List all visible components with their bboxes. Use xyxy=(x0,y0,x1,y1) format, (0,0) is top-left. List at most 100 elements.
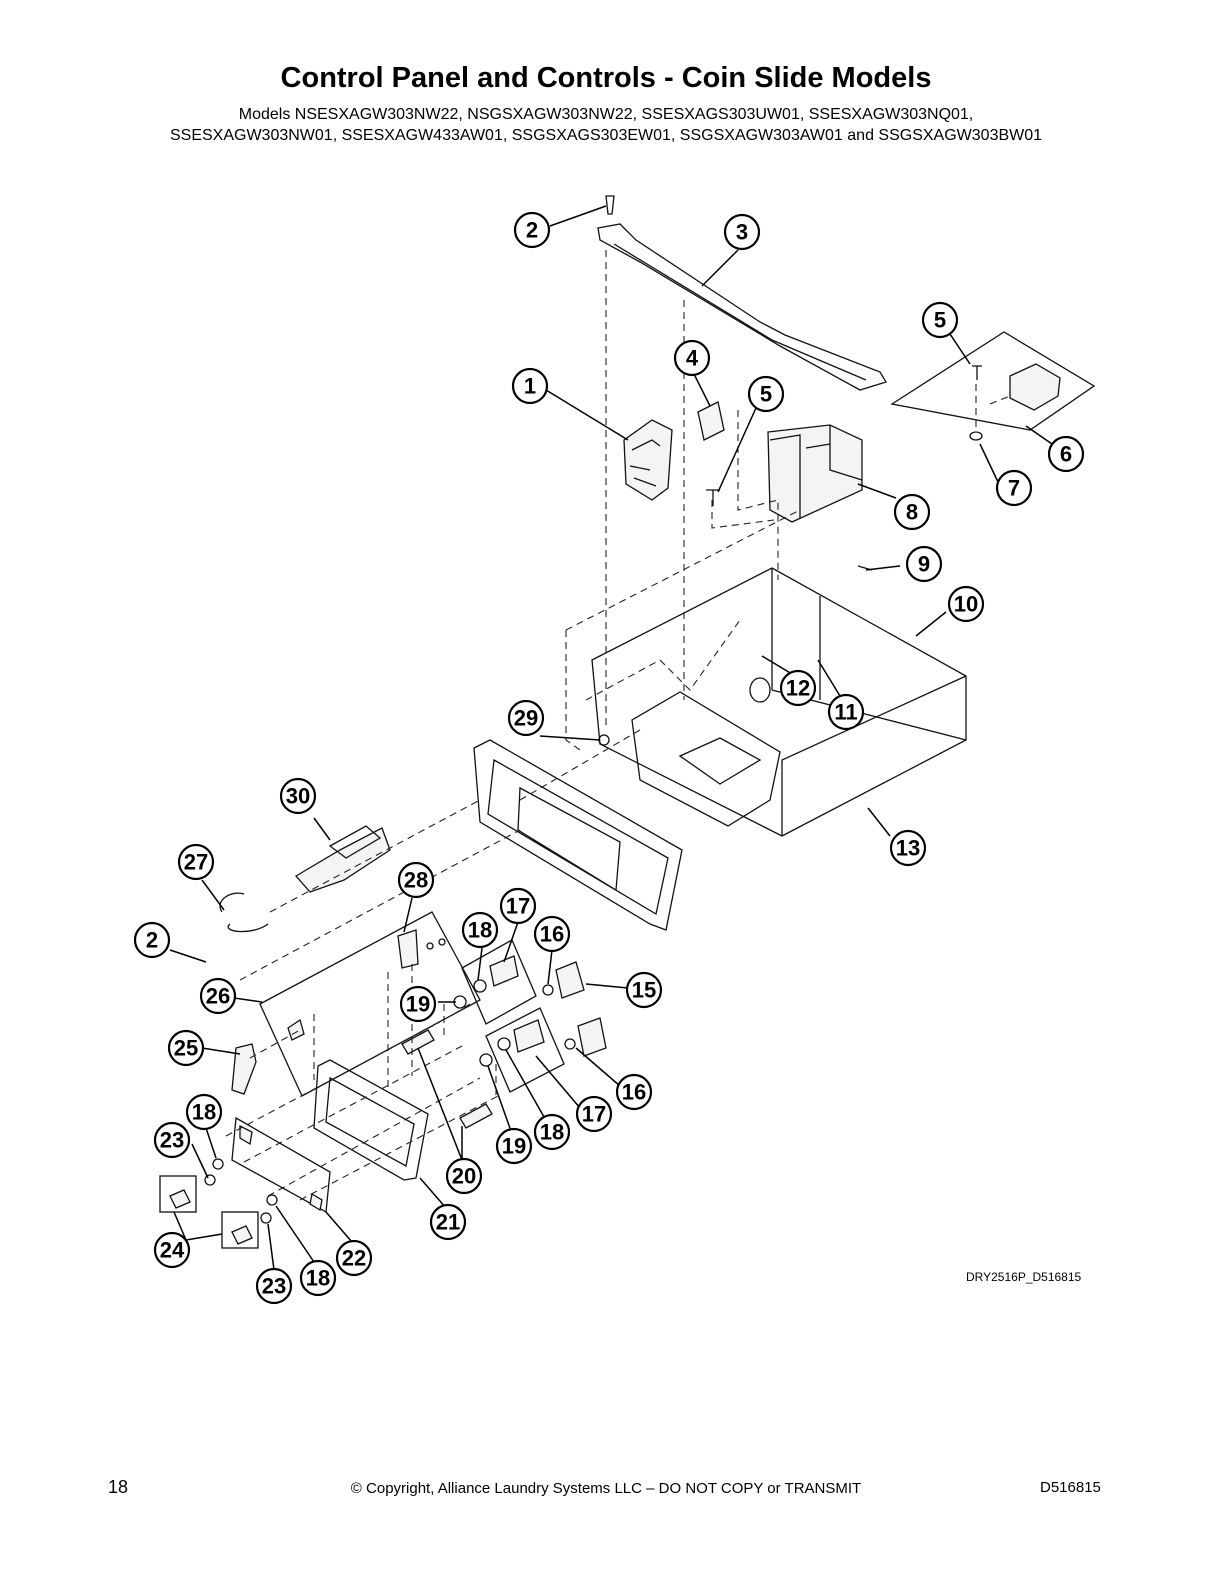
model-list: Models NSESXAGW303NW22, NSGSXAGW303NW22,… xyxy=(0,104,1212,146)
callout-18-lower: 18 xyxy=(533,1113,571,1151)
callout-23-bottom: 23 xyxy=(255,1267,293,1305)
svg-text:11: 11 xyxy=(834,700,857,725)
svg-text:29: 29 xyxy=(514,706,538,731)
callout-26: 26 xyxy=(199,977,237,1015)
svg-text:19: 19 xyxy=(502,1134,526,1159)
part-17-switch-upper xyxy=(489,955,519,987)
part-1-module xyxy=(623,419,673,501)
part-5-screw xyxy=(706,489,720,506)
callout-9: 9 xyxy=(905,545,943,583)
callout-21: 21 xyxy=(429,1203,467,1241)
part-30-coin-slide xyxy=(294,827,391,893)
svg-text:18: 18 xyxy=(468,918,492,943)
svg-text:9: 9 xyxy=(918,552,930,577)
callout-17-upper: 17 xyxy=(499,887,537,925)
callout-17-lower: 17 xyxy=(575,1095,613,1133)
part-4-switch xyxy=(697,401,725,441)
callout-18-bottom: 18 xyxy=(299,1259,337,1297)
part-17-switch-lower xyxy=(513,1019,545,1053)
svg-text:16: 16 xyxy=(540,922,564,947)
part-25-key xyxy=(231,1043,257,1095)
svg-text:18: 18 xyxy=(192,1100,216,1125)
part-6-detail-frame xyxy=(890,331,1096,431)
part-3-bracket xyxy=(597,223,887,391)
svg-text:17: 17 xyxy=(582,1102,606,1127)
callout-13: 13 xyxy=(889,829,927,867)
part-24-knob-box-2 xyxy=(221,1211,259,1249)
callout-19-upper: 19 xyxy=(399,985,437,1023)
part-23-nut-left xyxy=(204,1174,216,1186)
svg-text:12: 12 xyxy=(786,676,810,701)
svg-text:23: 23 xyxy=(262,1274,286,1299)
svg-text:25: 25 xyxy=(174,1036,198,1061)
callout-30: 30 xyxy=(279,777,317,815)
callout-23-left: 23 xyxy=(153,1121,191,1159)
page-title: Control Panel and Controls - Coin Slide … xyxy=(280,62,932,94)
callout-8: 8 xyxy=(893,493,931,531)
callout-10: 10 xyxy=(947,585,985,623)
svg-text:28: 28 xyxy=(404,868,428,893)
callout-18-upper: 18 xyxy=(461,911,499,949)
svg-text:18: 18 xyxy=(540,1120,564,1145)
callout-18-left: 18 xyxy=(185,1093,223,1131)
svg-text:24: 24 xyxy=(160,1238,185,1263)
part-19-washer-lower xyxy=(479,1053,493,1067)
callouts: 2 3 5 4 1 5 6 7 8 9 10 12 11 29 13 30 27… xyxy=(133,211,1085,1305)
callout-24: 24 xyxy=(153,1231,191,1269)
part-23-nut-bottom xyxy=(260,1212,272,1224)
part-16-ring-lower xyxy=(564,1038,576,1050)
document-id: D516815 xyxy=(1040,1479,1101,1496)
callout-29: 29 xyxy=(507,699,545,737)
callout-27: 27 xyxy=(177,843,215,881)
part-21-gasket xyxy=(313,1059,429,1181)
part-20-pin-upper xyxy=(401,1029,435,1055)
svg-text:17: 17 xyxy=(506,894,530,919)
part-28-lock-frame xyxy=(259,911,481,1097)
callout-16-lower: 16 xyxy=(615,1073,653,1111)
callout-12: 12 xyxy=(779,669,817,707)
part-18-nut-lower xyxy=(497,1037,511,1051)
svg-text:22: 22 xyxy=(342,1246,366,1271)
svg-text:26: 26 xyxy=(206,984,230,1009)
svg-text:5: 5 xyxy=(934,308,946,333)
part-14-frame xyxy=(473,739,683,931)
callout-20: 20 xyxy=(445,1157,483,1195)
callout-16-upper: 16 xyxy=(533,915,571,953)
part-27-clip xyxy=(219,892,269,933)
callout-11: 11 xyxy=(827,693,865,731)
part-16-ring-upper xyxy=(542,984,554,996)
part-18-nut-upper xyxy=(473,979,487,993)
callout-2-left: 2 xyxy=(133,921,171,959)
part-29-nut xyxy=(598,734,610,746)
svg-text:23: 23 xyxy=(160,1128,184,1153)
svg-text:21: 21 xyxy=(436,1210,460,1235)
svg-text:7: 7 xyxy=(1008,476,1020,501)
svg-text:8: 8 xyxy=(906,500,918,525)
svg-text:20: 20 xyxy=(452,1164,476,1189)
leader-lines xyxy=(169,205,1053,1271)
part-26-lock xyxy=(287,1018,305,1041)
part-18-nut-left xyxy=(212,1158,224,1170)
part-13-front-panel xyxy=(781,675,967,836)
callout-4: 4 xyxy=(673,339,711,377)
callout-6: 6 xyxy=(1047,435,1085,473)
svg-text:3: 3 xyxy=(736,220,748,245)
callout-22: 22 xyxy=(335,1239,373,1277)
svg-text:15: 15 xyxy=(632,978,656,1003)
callout-15: 15 xyxy=(625,971,663,1009)
part-15-switch-lower xyxy=(577,1017,607,1057)
part-2-screw-top xyxy=(605,195,615,215)
models-line-1: Models NSESXAGW303NW22, NSGSXAGW303NW22,… xyxy=(238,106,974,123)
part-20-pin-lower xyxy=(459,1103,493,1129)
callout-2-top: 2 xyxy=(513,211,551,249)
callout-5-right: 5 xyxy=(921,301,959,339)
svg-text:2: 2 xyxy=(146,928,158,953)
page-number: 18 xyxy=(108,1477,129,1497)
callout-3: 3 xyxy=(723,213,761,251)
svg-text:6: 6 xyxy=(1060,442,1072,467)
part-18-nut-bottom xyxy=(266,1194,278,1206)
svg-text:1: 1 xyxy=(524,374,536,399)
models-line-2: SSESXAGW303NW01, SSESXAGW433AW01, SSGSXA… xyxy=(169,127,1043,144)
svg-text:27: 27 xyxy=(184,850,208,875)
